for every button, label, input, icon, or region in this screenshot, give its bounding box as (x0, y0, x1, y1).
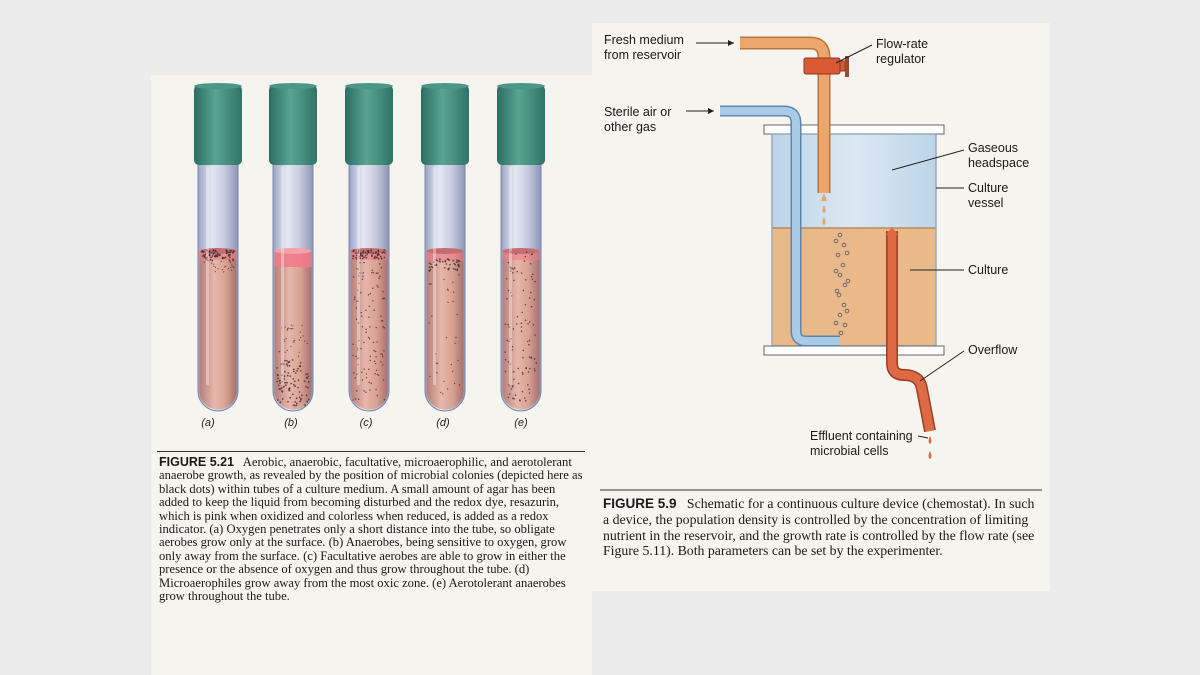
caption-text: Aerobic, anaerobic, facultative, microae… (159, 455, 583, 604)
label-effluent: Effluent containing microbial cells (810, 429, 913, 458)
tube-label-d: (d) (436, 417, 450, 429)
tube-label-c: (c) (359, 417, 373, 429)
tube-label-b: (b) (284, 417, 298, 429)
colonies-e (504, 251, 538, 402)
tube-cap-e (497, 83, 545, 165)
tube-cap-b (269, 83, 317, 165)
test-tube-d (421, 83, 469, 412)
label-culture-vessel: Culture vessel (968, 181, 1009, 210)
effluent-drop-2 (928, 451, 932, 459)
tube-cap-c (345, 83, 393, 165)
colonies-d (428, 258, 461, 395)
figure-5-9-caption: FIGURE 5.9 Schematic for a continuous cu… (603, 496, 1041, 559)
tube-cap-d (421, 83, 469, 165)
tube-label-e: (e) (514, 417, 528, 429)
label-culture: Culture (968, 263, 1009, 277)
label-overflow: Overflow (968, 343, 1018, 357)
effluent-drop-1 (928, 436, 932, 444)
caption-figure-label: FIGURE 5.9 (603, 496, 677, 511)
figure-5-9-panel: Fresh medium from reservoir Flow-rate re… (592, 23, 1050, 591)
test-tube-c (345, 83, 393, 412)
vessel-base (763, 345, 945, 356)
colonies-a (201, 249, 235, 273)
tube-cap-a (194, 83, 242, 165)
medium-drop-1 (822, 205, 826, 213)
test-tube-e (497, 83, 545, 412)
figure-5-21-panel: (a) (b) (c) (d) (e) FIGURE 5.21 Aerobic,… (151, 75, 592, 675)
label-sterile-air: Sterile air or other gas (604, 105, 672, 134)
colonies-b (276, 324, 310, 407)
label-gaseous-headspace: Gaseous headspace (968, 141, 1030, 170)
caption-text: Schematic for a continuous culture devic… (603, 496, 1035, 559)
test-tube-b (269, 83, 317, 412)
figure-5-21-caption: FIGURE 5.21 Aerobic, anaerobic, facultat… (159, 455, 583, 604)
tube-label-a: (a) (201, 417, 215, 429)
label-flow-rate-regulator: Flow-rate regulator (876, 37, 929, 66)
label-fresh-medium: Fresh medium from reservoir (604, 33, 684, 62)
colonies-c (352, 249, 386, 401)
test-tube-a (194, 83, 242, 412)
air-bubbles (833, 232, 851, 336)
medium-drop-2 (822, 217, 826, 225)
chemostat-diagram (600, 36, 1042, 491)
caption-figure-label: FIGURE 5.21 (159, 455, 235, 469)
caption-rule (157, 451, 585, 452)
flow-regulator-valve (803, 57, 841, 75)
test-tubes-illustration (194, 83, 545, 412)
